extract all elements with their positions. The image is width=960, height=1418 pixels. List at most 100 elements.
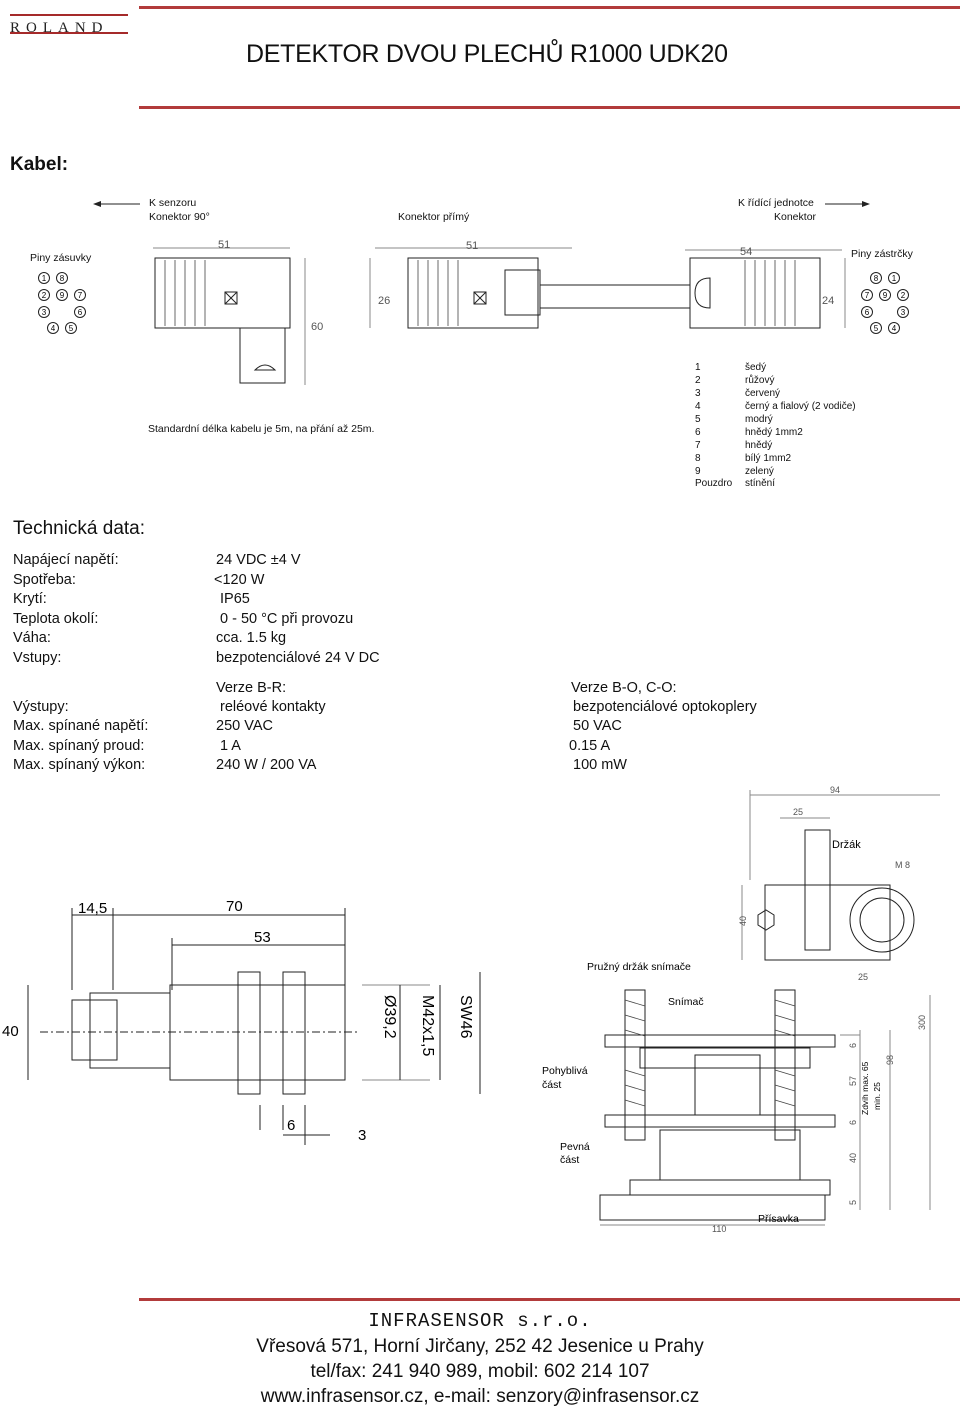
spec-label: Váha: [13, 630, 51, 646]
top-rule [139, 6, 960, 9]
dim-53: 53 [254, 929, 271, 946]
footer-phone: tel/fax: 241 940 989, mobil: 602 214 107 [310, 1361, 650, 1382]
snimac-label: Snímač [668, 996, 704, 1008]
pin-label: 2 [901, 291, 906, 300]
dim-6: 6 [287, 1117, 295, 1134]
pin-circle [870, 322, 882, 334]
dim-5: 5 [848, 1200, 858, 1205]
dim-25b: 25 [858, 972, 868, 982]
logo-bars [10, 14, 128, 34]
pin-circle [897, 306, 909, 318]
spec-label: Napájecí napětí: [13, 552, 119, 568]
pin-label: 6 [78, 308, 83, 317]
spec-label: Teplota okolí: [13, 611, 99, 627]
pin-circle [47, 322, 59, 334]
tech-heading: Technická data: [13, 518, 146, 539]
dim-70: 70 [226, 898, 243, 915]
drzak-label: Držák [832, 839, 861, 851]
output-label: Max. spínané napětí: [13, 718, 149, 734]
dim-m8: M 8 [895, 860, 910, 870]
pin-label: 9 [883, 291, 888, 300]
pin-circle [38, 306, 50, 318]
piny-zasuvky-label: Piny zásuvky [30, 252, 92, 264]
spec-value: IP65 [220, 591, 250, 607]
pin-circle [861, 306, 873, 318]
footer-web[interactable]: www.infrasensor.cz, e-mail: senzory@infr… [260, 1386, 700, 1407]
output-label: Max. spínaný proud: [13, 738, 145, 754]
pin-label: 7 [78, 291, 83, 300]
dim-d39: Ø39,2 [381, 995, 398, 1039]
pin-label: 4 [892, 324, 897, 333]
dim-24: 24 [822, 295, 834, 307]
pin-label: 9 [60, 291, 65, 300]
pin-label: 4 [51, 324, 56, 333]
dim-m42: M42x1,5 [419, 995, 436, 1056]
spec-label: Spotřeba: [13, 572, 76, 588]
pin-circle [861, 289, 873, 301]
spec-value: bezpotenciálové 24 V DC [216, 650, 380, 666]
cast1-label: část [542, 1079, 561, 1091]
pin-circle [56, 289, 68, 301]
pin-circle [65, 322, 77, 334]
output-bo: bezpotenciálové optokoplery [573, 699, 757, 715]
output-bo: 50 VAC [573, 718, 622, 734]
pin-label: 5 [874, 324, 879, 333]
pin-circle [870, 272, 882, 284]
spec-value: cca. 1.5 kg [216, 630, 287, 646]
pin-circle [897, 289, 909, 301]
dim-51b: 51 [466, 240, 478, 252]
dim-57: 57 [848, 1076, 858, 1086]
dim-98: 98 [885, 1055, 895, 1065]
pin-circle [74, 306, 86, 318]
dim-40b: 40 [848, 1153, 858, 1163]
verze-br-heading: Verze B-R: [216, 680, 287, 696]
pin-label: 1 [892, 274, 897, 283]
output-br: 250 VAC [216, 718, 273, 734]
holder-drawing: 94 25 Držák M 8 40 Pružný držák snímače … [542, 785, 940, 1234]
pin-circle [888, 322, 900, 334]
spec-label: Krytí: [13, 591, 47, 607]
dim-300: 300 [917, 1015, 927, 1030]
piny-zastrcky-label: Piny zástrčky [851, 248, 913, 260]
logo: ROLAND [10, 20, 109, 36]
pruzny-drzak-label: Pružný držák snímače [587, 961, 691, 973]
pohyblivá-label: Pohyblivá [542, 1065, 588, 1077]
verze-bo-heading: Verze B-O, C-O: [571, 680, 677, 696]
k-ridici-label: K řídící jednotce [738, 197, 814, 209]
dim-54: 54 [740, 246, 752, 258]
pin-label: 5 [69, 324, 74, 333]
dim-14-5: 14,5 [78, 900, 107, 917]
pin-label: 8 [874, 274, 879, 283]
cast2-label: část [560, 1154, 579, 1166]
pin-circle [38, 289, 50, 301]
dim-6b: 6 [848, 1120, 858, 1125]
dim-3: 3 [358, 1127, 366, 1144]
output-br: 1 A [220, 738, 241, 754]
dim-26: 26 [378, 295, 390, 307]
prisavka-label: Přísavka [758, 1213, 799, 1225]
output-br: 240 W / 200 VA [216, 757, 317, 773]
output-bo: 100 mW [573, 757, 627, 773]
pin-label: 2 [42, 291, 47, 300]
spec-value: 24 VDC ±4 V [216, 552, 301, 568]
spec-value: 0 - 50 °C při provozu [220, 611, 354, 627]
page-title: DETEKTOR DVOU PLECHŮ R1000 UDK20 [246, 40, 728, 68]
spec-label: Vstupy: [13, 650, 62, 666]
dim-51a: 51 [218, 239, 230, 251]
dim-60: 60 [311, 321, 323, 333]
pin-label: 8 [60, 274, 65, 283]
footer-rule [139, 1298, 960, 1301]
dim-110: 110 [712, 1224, 726, 1234]
pin-circle [74, 289, 86, 301]
